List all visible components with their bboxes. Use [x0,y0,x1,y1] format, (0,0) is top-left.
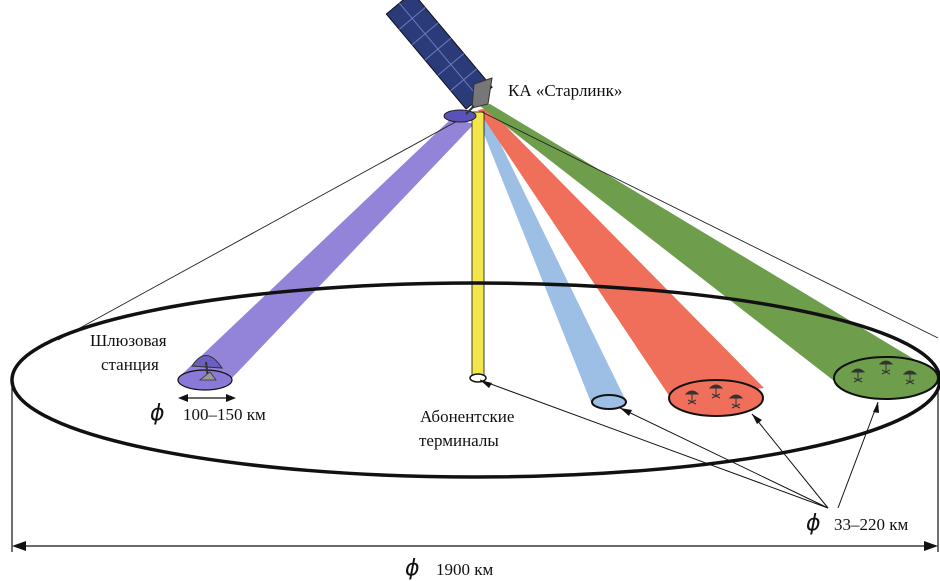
coverage-cone-right [481,111,939,339]
terminal-icon [728,394,744,409]
terminal-icon [684,390,700,405]
satellite-antenna-icon [443,109,477,123]
coverage-size-label: 1900 км [436,560,494,579]
red-beam [478,108,764,400]
green-cell [833,356,939,400]
terminal-icon [708,384,724,399]
gateway-label-line2: станция [101,355,159,374]
gateway-diameter-symbol: ϕ [150,401,165,426]
cell-size-label: 33–220 км [834,515,909,534]
green-cell-terminals [850,360,918,385]
gateway-dish-icon [191,355,223,381]
satellite-icon [385,0,493,123]
red-cell [668,379,764,417]
cell-diameter-symbol: ϕ [806,511,821,536]
terminal-icon [850,368,866,383]
terminal-icon [902,370,918,385]
terminals-label-line2: терминалы [419,431,499,450]
gateway-size-label: 100–150 км [183,405,266,424]
gateway-size-arrow [178,394,236,402]
terminals-label-line1: Абонентские [420,407,514,426]
yellow-cell [469,373,487,383]
red-cell-terminals [684,384,744,409]
gateway-label-line1: Шлюзовая [90,331,167,350]
blue-cell [591,394,627,410]
coverage-cone-left [57,113,471,341]
blue-beam [476,114,626,405]
coverage-diameter-symbol: ϕ [405,556,420,581]
coverage-area [10,281,940,479]
arrow-heads [480,380,879,424]
cell-pointer-arrows [479,379,879,509]
beams [178,104,940,405]
satellite-label: КА «Старлинк» [508,81,622,100]
coverage-dimension [11,382,939,552]
yellow-beam [471,111,485,379]
gateway-beam [178,118,474,378]
terminal-icon [878,360,894,375]
green-beam [480,104,940,384]
